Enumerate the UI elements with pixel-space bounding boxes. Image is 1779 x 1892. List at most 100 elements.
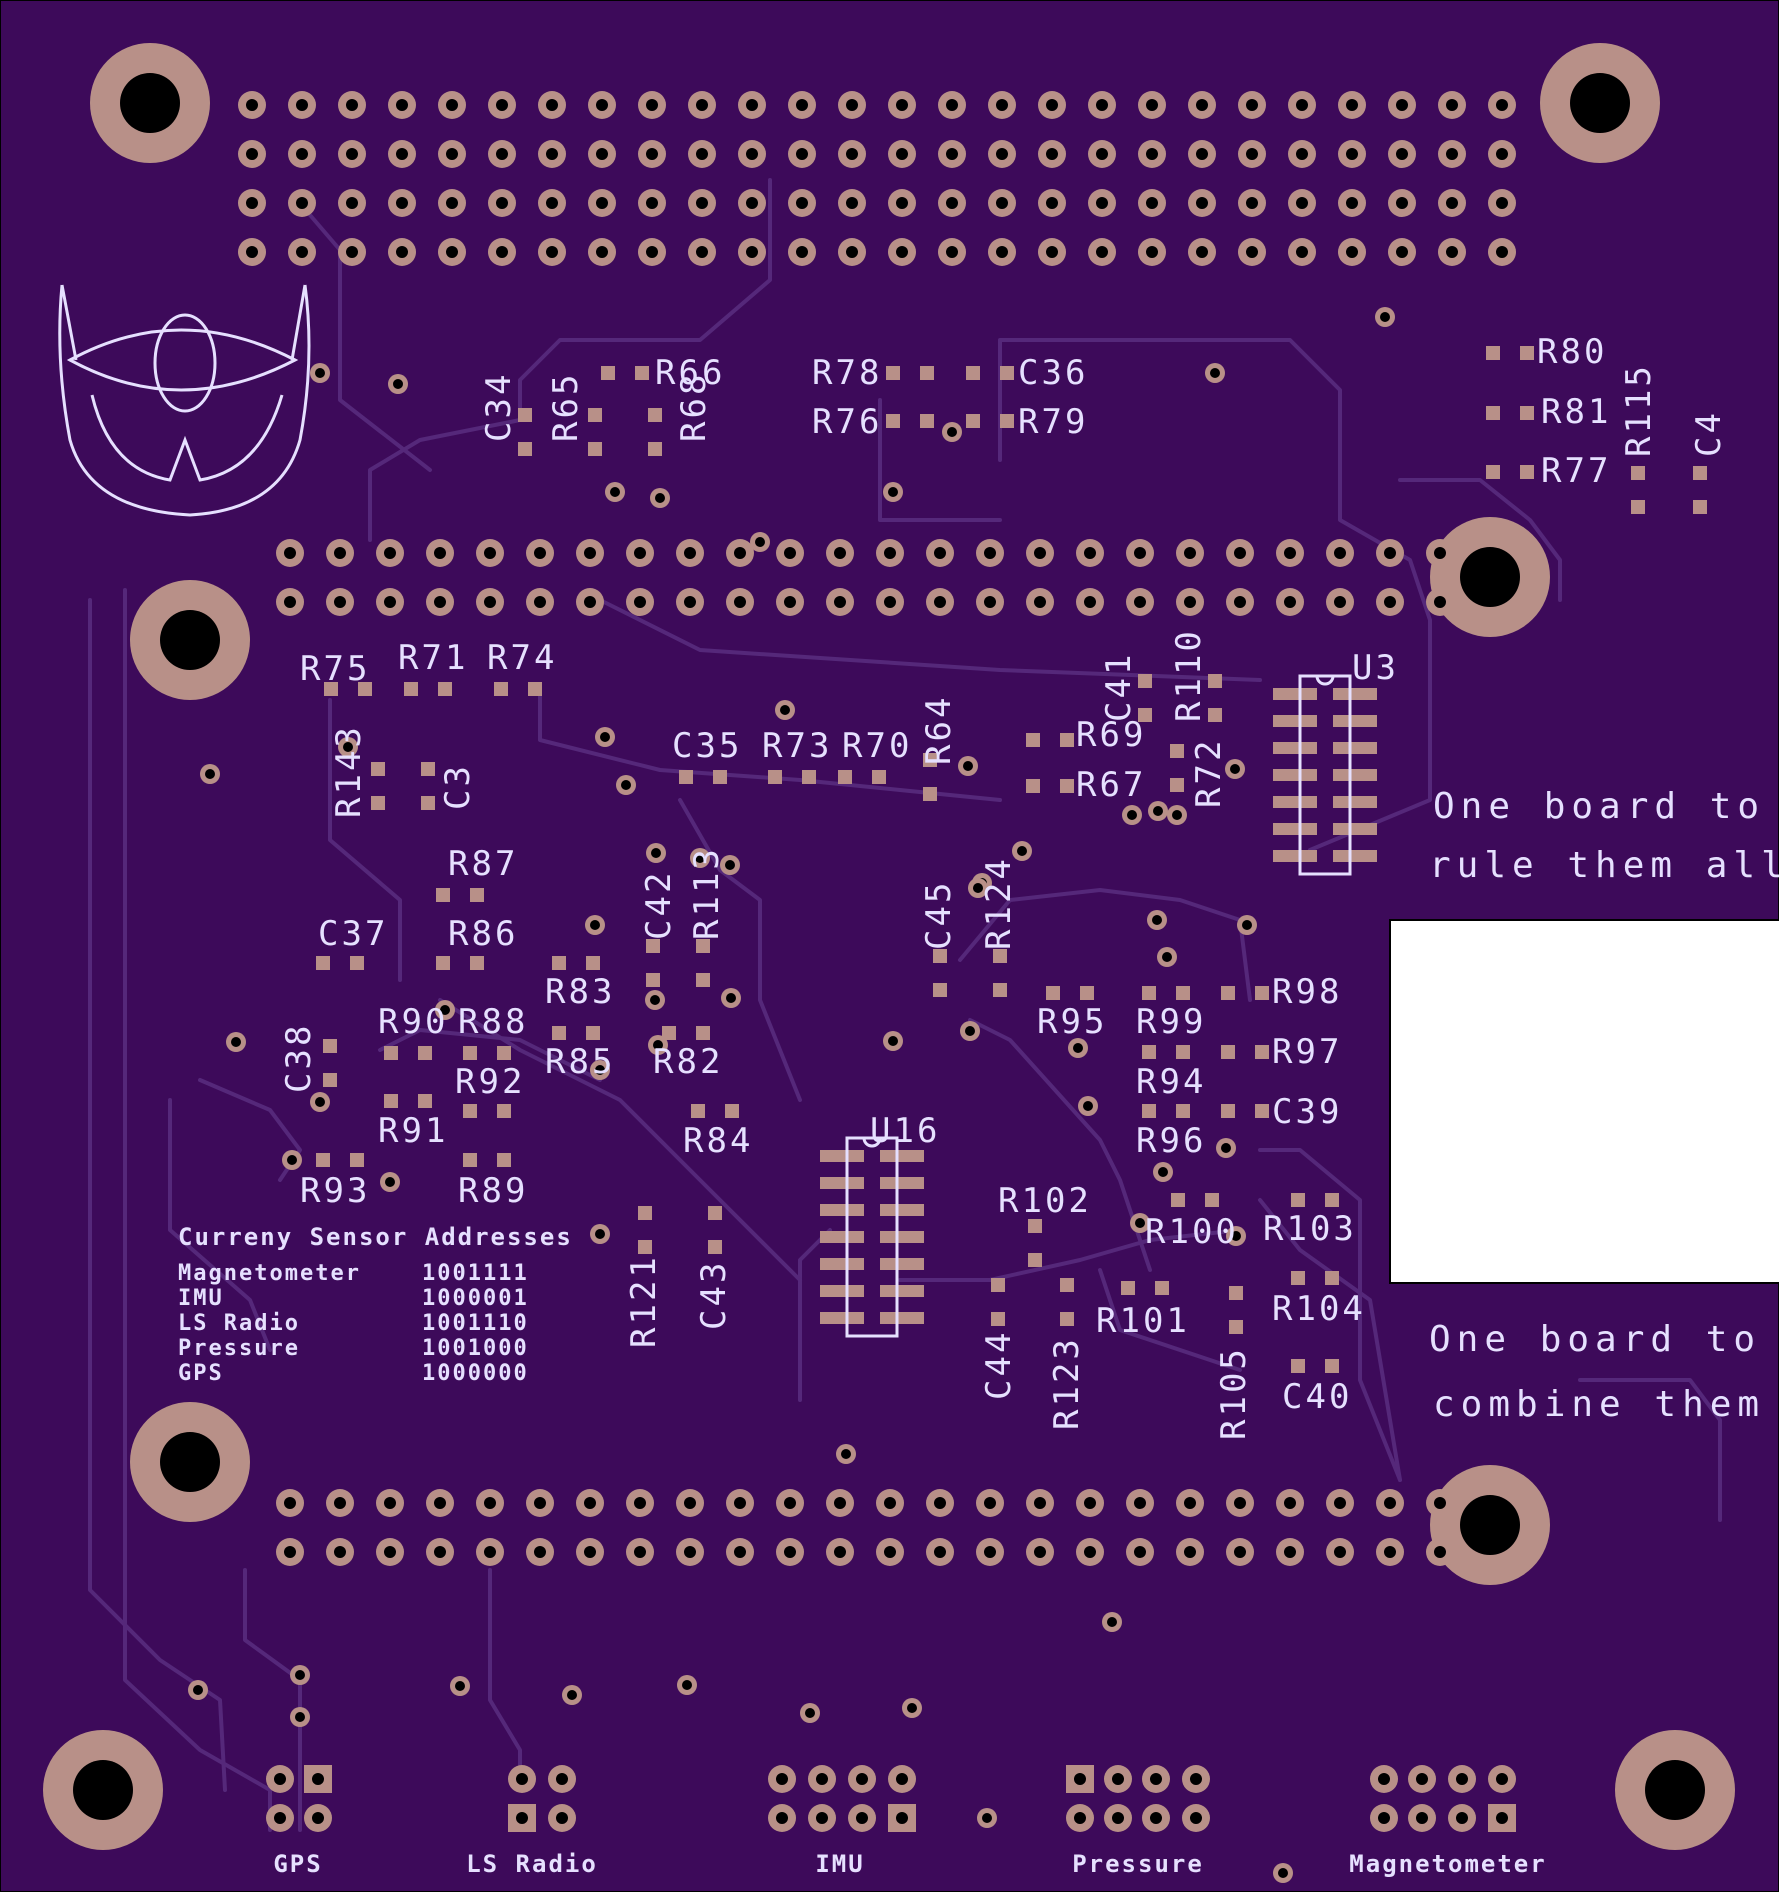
pin-drill — [596, 99, 608, 111]
smd-pad — [1486, 346, 1500, 360]
u3-pin — [1273, 715, 1317, 727]
smd-pad — [1255, 1104, 1269, 1118]
smd-pad — [1291, 1271, 1305, 1285]
via-drill — [1162, 952, 1172, 962]
u3-pin — [1333, 688, 1377, 700]
pin-drill — [1396, 246, 1408, 258]
silk-ref-r72: R72 — [1189, 738, 1229, 808]
addr-name-magnetometer: Magnetometer — [178, 1261, 361, 1286]
silk-ref-r102: R102 — [998, 1181, 1092, 1221]
pin-drill — [746, 197, 758, 209]
via-drill — [1158, 1167, 1168, 1177]
pin-drill — [784, 547, 796, 559]
u3-pin — [1273, 823, 1317, 835]
smd-pad — [1060, 733, 1074, 747]
pin-drill — [634, 1497, 646, 1509]
pin-drill — [1196, 246, 1208, 258]
pin-drill — [1134, 547, 1146, 559]
u3-pin — [1333, 715, 1377, 727]
via-drill — [1380, 312, 1390, 322]
u3-pin — [1273, 688, 1317, 700]
pin-drill — [1074, 1812, 1086, 1824]
u3-pin — [1333, 850, 1377, 862]
smd-pad — [528, 682, 542, 696]
pin-drill — [646, 99, 658, 111]
pin-drill — [1084, 1497, 1096, 1509]
addr-code-gps: 1000000 — [422, 1361, 529, 1386]
silk-ref-r73: R73 — [762, 726, 832, 766]
smd-pad — [1060, 1278, 1074, 1292]
smd-pad — [696, 973, 710, 987]
smd-pad — [638, 1206, 652, 1220]
pin-drill — [1496, 197, 1508, 209]
pin-drill — [1456, 1773, 1468, 1785]
smd-pad — [1486, 465, 1500, 479]
pin-drill — [634, 1546, 646, 1558]
u16-pin — [880, 1312, 924, 1324]
addr-code-pressure: 1001000 — [422, 1336, 529, 1361]
connector-label-gps: GPS — [273, 1850, 322, 1878]
via-drill — [726, 993, 736, 1003]
pin-drill — [584, 547, 596, 559]
smd-pad — [463, 1104, 477, 1118]
pin-drill — [776, 1812, 788, 1824]
smd-pad — [1221, 1045, 1235, 1059]
pin-drill — [1150, 1812, 1162, 1824]
smd-pad — [470, 956, 484, 970]
silk-ref-r101: R101 — [1096, 1301, 1190, 1341]
pin-drill — [384, 1546, 396, 1558]
via-drill — [600, 732, 610, 742]
pin-drill — [396, 246, 408, 258]
smd-pad — [802, 770, 816, 784]
smd-pad — [648, 442, 662, 456]
smd-pad — [1170, 744, 1184, 758]
silk-ref-c40: C40 — [1282, 1377, 1352, 1417]
silk-ref-r77: R77 — [1541, 451, 1611, 491]
silk-ref-r81: R81 — [1541, 392, 1611, 432]
address-table-title: Curreny Sensor Addresses — [178, 1223, 573, 1251]
pin-drill — [496, 246, 508, 258]
silk-ref-r75: R75 — [300, 649, 370, 689]
smd-pad — [1221, 986, 1235, 1000]
silk-ref-u3: U3 — [1352, 648, 1399, 688]
smd-pad — [679, 770, 693, 784]
pin-drill — [1096, 197, 1108, 209]
smd-pad — [933, 949, 947, 963]
pin-drill — [1134, 596, 1146, 608]
addr-name-ls-radio: LS Radio — [178, 1311, 300, 1336]
via-drill — [393, 379, 403, 389]
pin-drill — [884, 596, 896, 608]
smd-pad — [1142, 1104, 1156, 1118]
smd-pad — [872, 770, 886, 784]
smd-pad — [648, 408, 662, 422]
via-drill — [947, 427, 957, 437]
smd-pad — [1142, 986, 1156, 1000]
pin-drill — [1296, 99, 1308, 111]
pin-drill — [1384, 1497, 1396, 1509]
u3-pin — [1273, 796, 1317, 808]
pin-drill — [1416, 1773, 1428, 1785]
pin-drill — [734, 1497, 746, 1509]
pin-drill — [946, 99, 958, 111]
silk-ref-r110: R110 — [1169, 628, 1209, 722]
pin-drill — [1034, 547, 1046, 559]
smd-pad — [1631, 500, 1645, 514]
pin-drill — [1184, 1497, 1196, 1509]
pin-drill — [384, 596, 396, 608]
via-drill — [1017, 846, 1027, 856]
u16-pin — [880, 1258, 924, 1270]
smd-pad — [421, 796, 435, 810]
smd-pad — [552, 1026, 566, 1040]
pin-drill — [1396, 99, 1408, 111]
via-drill — [1152, 915, 1162, 925]
smd-pad — [1026, 779, 1040, 793]
pin-drill — [784, 596, 796, 608]
u3-pin — [1273, 769, 1317, 781]
smd-pad — [886, 414, 900, 428]
smd-pad — [497, 1104, 511, 1118]
via-drill — [295, 1670, 305, 1680]
pin-drill — [946, 197, 958, 209]
pin-drill — [1046, 148, 1058, 160]
smd-pad — [588, 442, 602, 456]
